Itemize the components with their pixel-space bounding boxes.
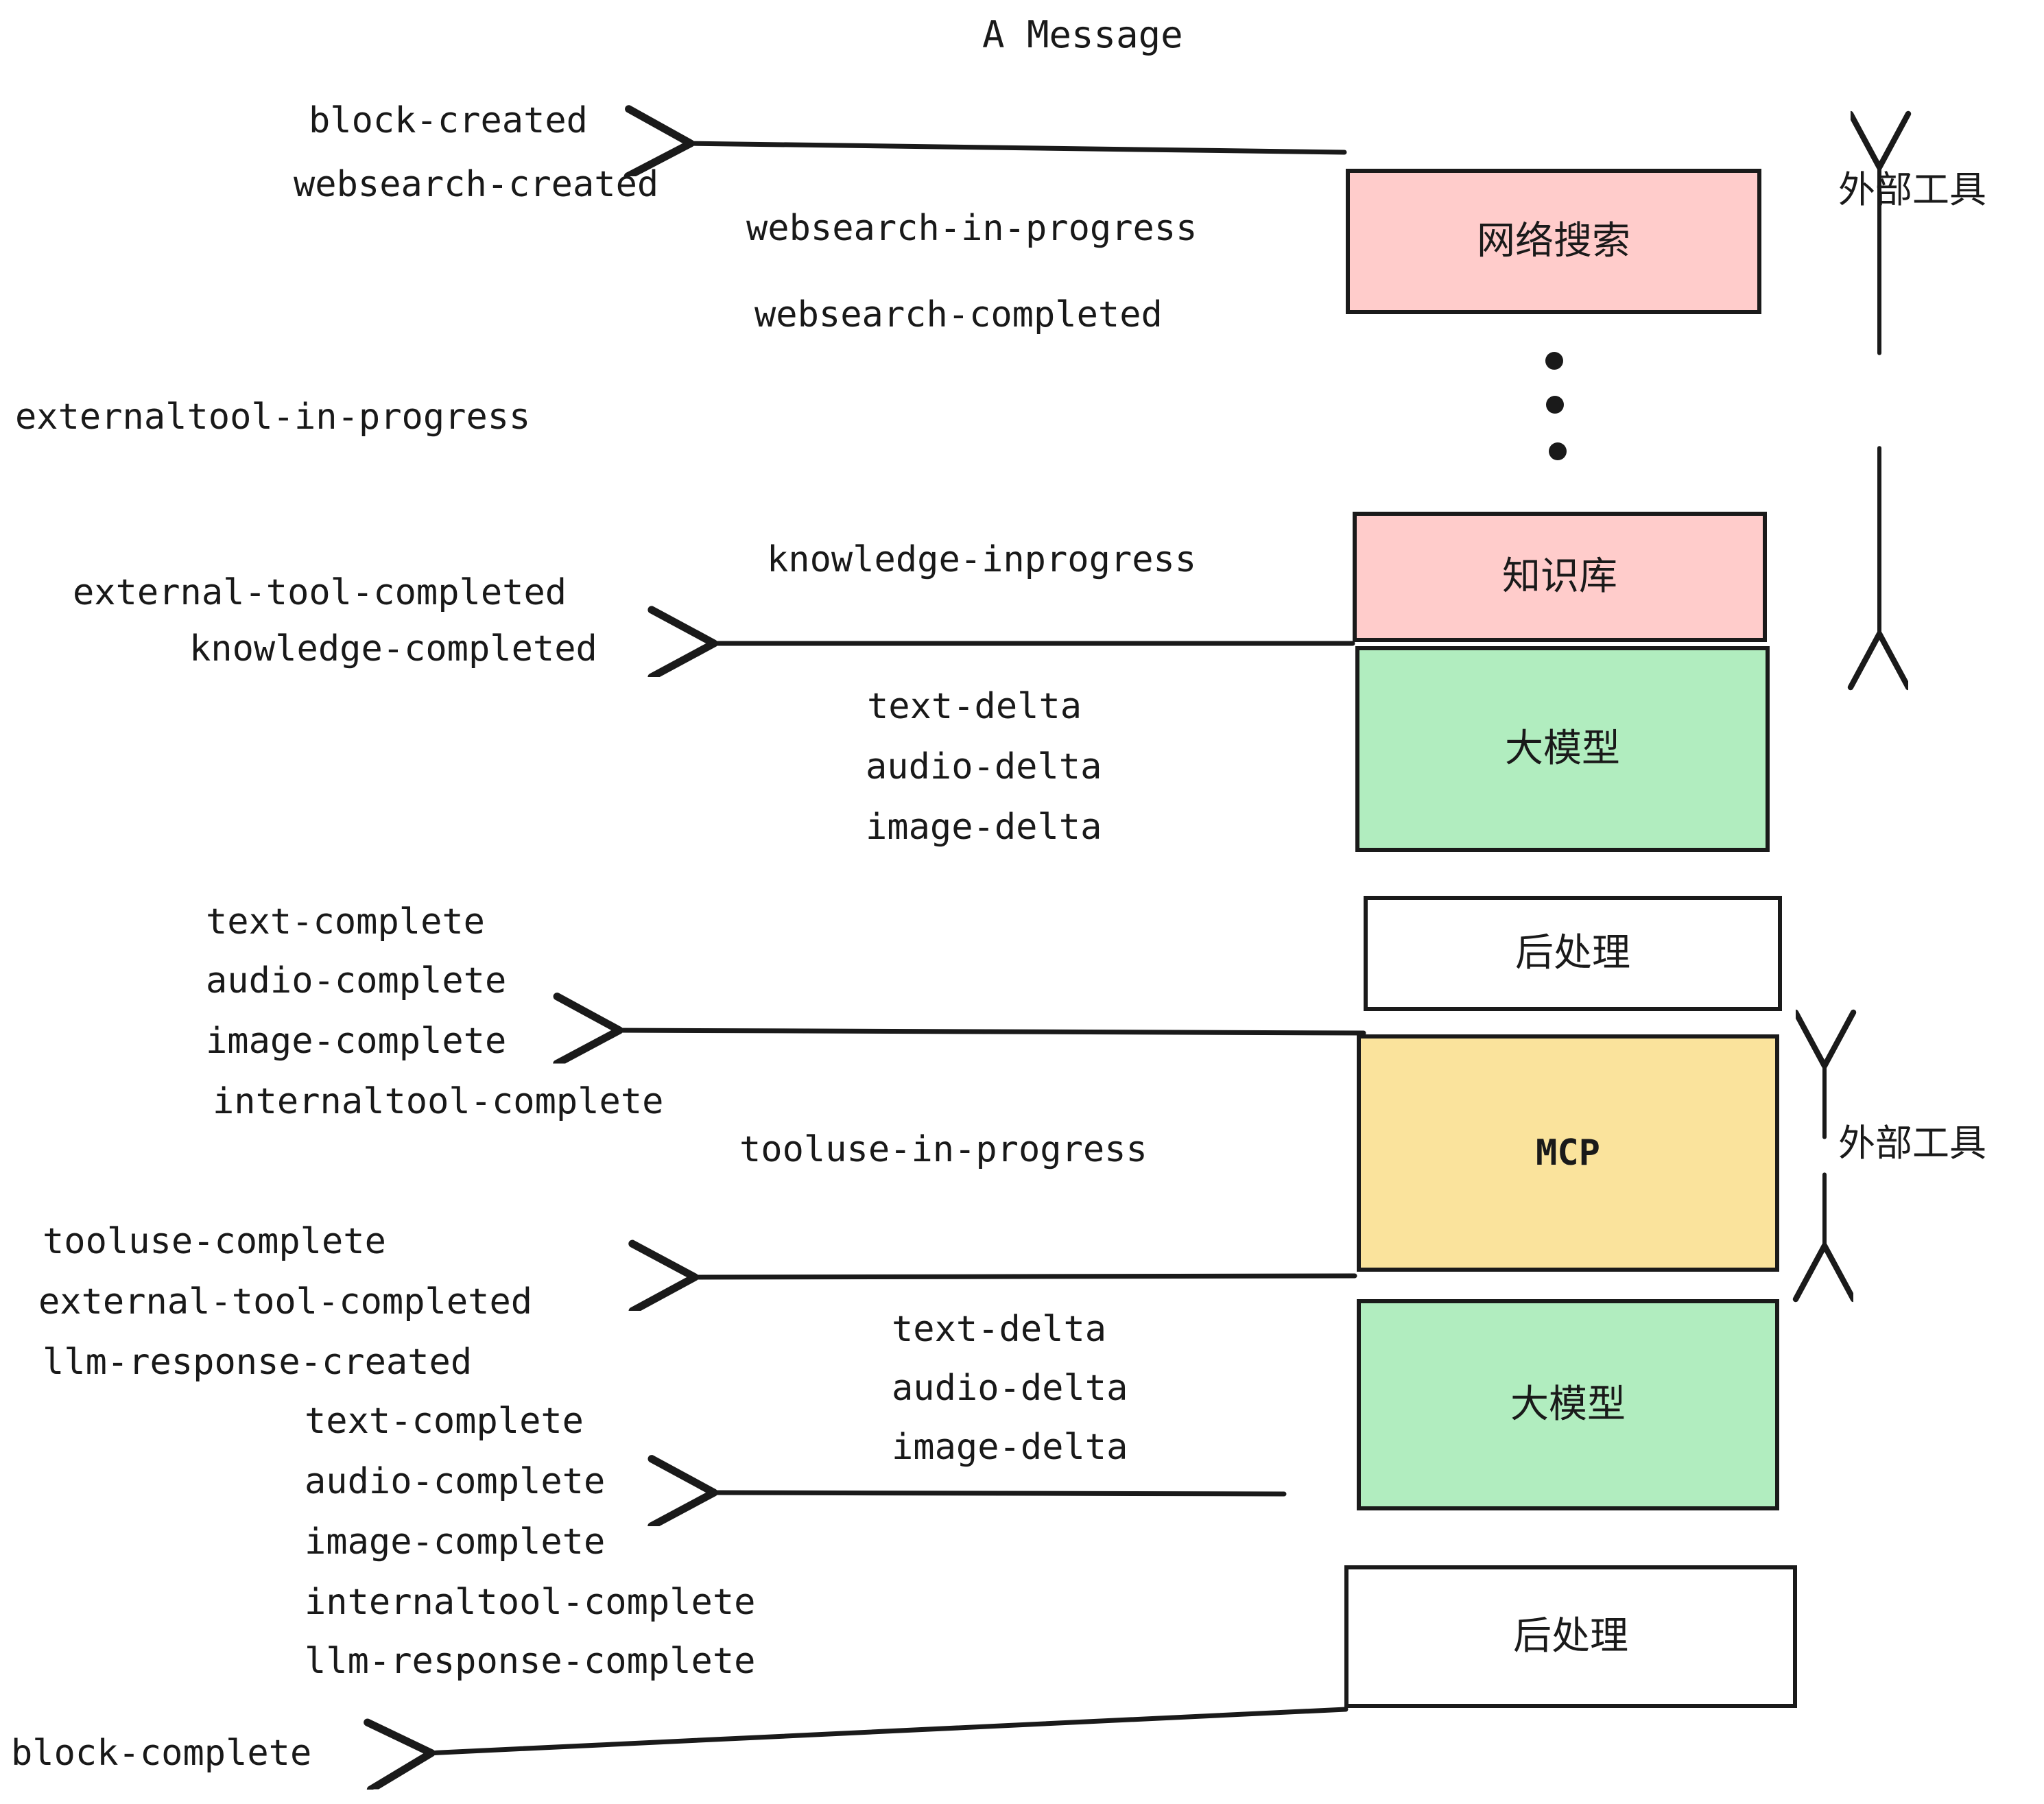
ellipsis-dot-3 [1549, 442, 1567, 460]
event-label-text-delta-1: text-delta [867, 686, 1082, 727]
event-label-image-complete-1: image-complete [206, 1021, 507, 1062]
event-label-websearch-in-progress: websearch-in-progress [746, 208, 1198, 249]
event-label-internaltool-complete-2: internaltool-complete [305, 1582, 756, 1623]
side-label-external-tool-bottom: 外部工具 [1838, 1121, 1986, 1165]
node-label-knowledge: 知识库 [1502, 554, 1617, 599]
node-label-websearch: 网络搜索 [1477, 219, 1630, 263]
node-knowledge[interactable]: 知识库 [1353, 512, 1767, 642]
event-label-knowledge-completed: knowledge-completed [189, 628, 597, 669]
node-mcp[interactable]: MCP [1357, 1034, 1779, 1272]
event-label-tooluse-in-progress: tooluse-in-progress [739, 1129, 1148, 1170]
node-llm-1[interactable]: 大模型 [1355, 646, 1770, 852]
event-label-image-complete-2: image-complete [305, 1521, 606, 1563]
event-label-block-complete: block-complete [11, 1733, 312, 1774]
event-label-llm-response-created: llm-response-created [43, 1342, 473, 1383]
event-label-image-delta-2: image-delta [892, 1427, 1128, 1468]
event-label-text-complete-1: text-complete [206, 901, 485, 942]
node-label-postprocess-1: 后处理 [1515, 931, 1630, 975]
event-label-audio-delta-1: audio-delta [866, 746, 1102, 787]
arrow-image-complete [615, 1030, 1366, 1033]
event-label-audio-complete-1: audio-complete [206, 960, 507, 1001]
event-label-text-delta-2: text-delta [892, 1309, 1107, 1350]
event-label-block-created: block-created [309, 100, 588, 141]
event-label-audio-complete-2: audio-complete [305, 1461, 606, 1502]
event-label-text-complete-2: text-complete [305, 1401, 584, 1442]
event-label-websearch-created: websearch-created [294, 164, 659, 205]
event-label-tooluse-complete: tooluse-complete [43, 1221, 386, 1262]
event-label-externaltool-in-progress: externaltool-in-progress [15, 396, 531, 438]
node-postprocess-2[interactable]: 后处理 [1344, 1565, 1797, 1708]
node-label-llm-1: 大模型 [1505, 726, 1620, 771]
ellipsis-dot-2 [1546, 396, 1564, 414]
event-label-audio-delta-2: audio-delta [892, 1368, 1128, 1409]
event-label-external-tool-completed-2: external-tool-completed [38, 1281, 533, 1322]
arrow-audio-complete [709, 1493, 1287, 1494]
event-label-image-delta-1: image-delta [866, 807, 1102, 848]
arrow-block-complete [427, 1707, 1348, 1753]
arrow-tooluse-complete [690, 1276, 1357, 1277]
page-title: A Message [982, 13, 1183, 56]
node-label-postprocess-2: 后处理 [1513, 1614, 1628, 1659]
node-label-mcp: MCP [1536, 1132, 1600, 1174]
node-postprocess-1[interactable]: 后处理 [1364, 896, 1782, 1011]
node-llm-2[interactable]: 大模型 [1357, 1299, 1779, 1510]
event-label-llm-response-complete: llm-response-complete [305, 1641, 756, 1682]
event-label-websearch-completed: websearch-completed [754, 294, 1163, 335]
event-label-knowledge-inprogress: knowledge-inprogress [767, 539, 1197, 580]
event-label-internaltool-complete-1: internaltool-complete [213, 1081, 664, 1122]
ellipsis-dot-1 [1545, 352, 1563, 370]
event-label-external-tool-completed-1: external-tool-completed [73, 572, 567, 613]
node-label-llm-2: 大模型 [1510, 1382, 1626, 1427]
side-label-external-tool-top: 外部工具 [1838, 168, 1986, 211]
arrow-block-created [686, 143, 1347, 152]
node-websearch[interactable]: 网络搜索 [1346, 169, 1761, 314]
